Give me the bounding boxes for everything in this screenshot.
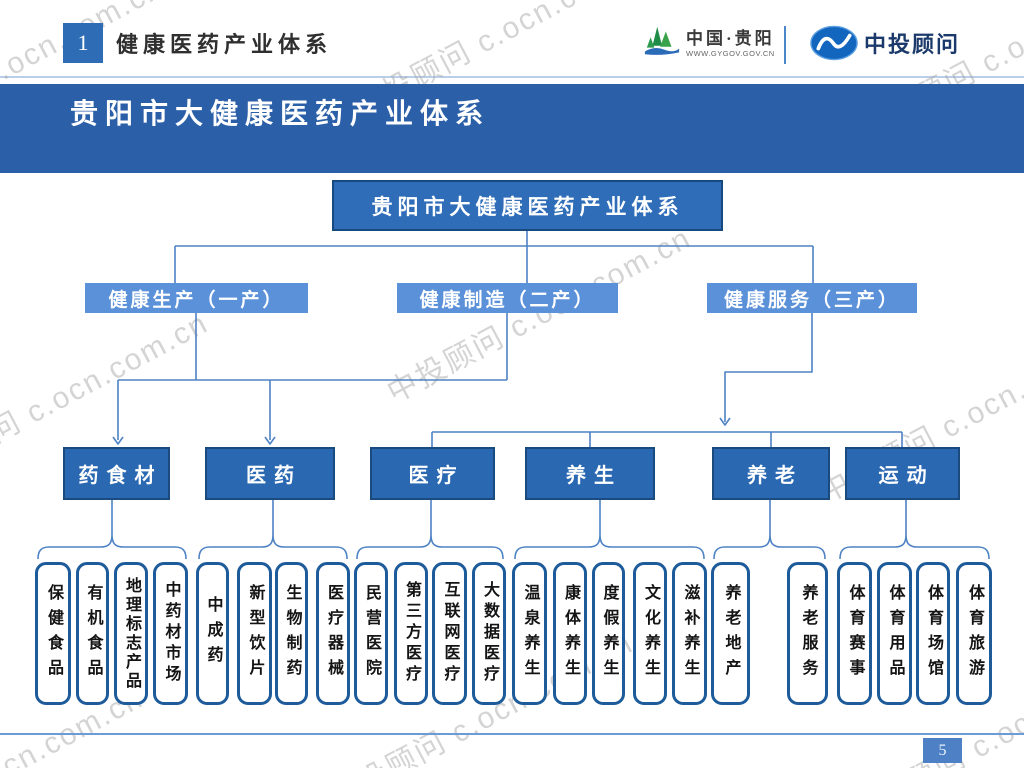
leaf-label: 中药材市场 xyxy=(162,581,180,686)
guiyang-gov-logo: 中国·贵阳 WWW.GYGOV.GOV.CN xyxy=(643,21,775,61)
leaf-box: 度假养生 xyxy=(592,562,625,705)
level3-box-2: 医疗 xyxy=(370,447,495,500)
leaf-label: 体育赛事 xyxy=(846,583,864,684)
leaf-label: 大数据医疗 xyxy=(481,581,498,686)
ocn-consulting-logo: 中投顾问 xyxy=(810,25,960,61)
header-separator xyxy=(0,76,1024,78)
leaf-box: 大数据医疗 xyxy=(472,562,506,705)
leaf-label: 滋补养生 xyxy=(681,583,699,684)
leaf-box: 文化养生 xyxy=(633,562,667,705)
leaf-label: 医疗器械 xyxy=(325,583,342,684)
level2-box-0: 健康生产（一产） xyxy=(85,283,308,313)
trees-mountain-icon xyxy=(644,26,680,55)
tree-shape xyxy=(652,26,662,46)
leaf-label: 互联网医疗 xyxy=(441,581,459,686)
slide-title: 贵阳市大健康医药产业体系 xyxy=(70,99,491,130)
ocn-logo-text: 中投顾问 xyxy=(864,32,961,57)
leaf-label: 地理标志产品 xyxy=(123,576,140,691)
tree-shape xyxy=(660,31,672,47)
water-swoosh xyxy=(644,48,680,55)
leaf-label: 养老服务 xyxy=(799,583,817,684)
leaf-box: 地理标志产品 xyxy=(114,562,148,705)
leaf-box: 温泉养生 xyxy=(512,562,547,705)
leaf-label: 度假养生 xyxy=(600,583,618,684)
tree-shape xyxy=(646,37,655,48)
leaf-box: 滋补养生 xyxy=(672,562,707,705)
leaf-box: 体育场馆 xyxy=(916,562,950,705)
level3-box-1: 医药 xyxy=(205,447,335,500)
leaf-label: 文化养生 xyxy=(642,583,659,684)
logo-divider xyxy=(784,26,786,64)
org-root-box: 贵阳市大健康医药产业体系 xyxy=(332,180,723,231)
leaf-box: 互联网医疗 xyxy=(432,562,467,705)
level3-box-4: 养老 xyxy=(712,447,830,500)
leaf-label: 中成药 xyxy=(204,596,222,671)
leaf-label: 养老地产 xyxy=(722,583,740,684)
leaf-box: 康体养生 xyxy=(553,562,587,705)
leaf-box: 民营医院 xyxy=(354,562,388,705)
leaf-box: 第三方医疗 xyxy=(394,562,428,705)
ocn-ellipse-icon xyxy=(810,25,858,61)
slide-header: 1 健康医药产业体系 中国·贵阳 WWW.GYGOV.GOV.CN 中投顾问 xyxy=(0,0,1024,84)
guiyang-logo-url: WWW.GYGOV.GOV.CN xyxy=(686,49,775,58)
leaf-label: 有机食品 xyxy=(84,583,102,684)
leaf-box: 体育用品 xyxy=(877,562,912,705)
section-title: 健康医药产业体系 xyxy=(116,32,333,57)
footer-divider xyxy=(0,733,1024,735)
leaf-label: 新型饮片 xyxy=(246,583,264,684)
leaf-label: 保健食品 xyxy=(45,583,62,684)
slide-title-banner: 贵阳市大健康医药产业体系 xyxy=(0,84,1024,173)
leaf-box: 养老地产 xyxy=(711,562,750,705)
leaf-box: 中成药 xyxy=(196,562,229,705)
section-number-badge: 1 xyxy=(63,23,103,63)
level3-box-0: 药食材 xyxy=(63,447,170,500)
leaf-label: 温泉养生 xyxy=(521,583,539,684)
leaf-label: 体育场馆 xyxy=(925,583,942,684)
leaf-box: 体育旅游 xyxy=(956,562,992,705)
leaf-box: 新型饮片 xyxy=(237,562,272,705)
level3-box-3: 养生 xyxy=(525,447,655,500)
level2-box-1: 健康制造（二产） xyxy=(397,283,618,313)
page-number: 5 xyxy=(923,738,962,763)
leaf-label: 体育用品 xyxy=(886,583,904,684)
guiyang-logo-text: 中国·贵阳 xyxy=(686,29,775,48)
leaf-box: 有机食品 xyxy=(76,562,109,705)
leaf-label: 康体养生 xyxy=(562,583,579,684)
leaf-box: 养老服务 xyxy=(787,562,828,705)
leaf-label: 民营医院 xyxy=(363,583,380,684)
leaf-label: 第三方医疗 xyxy=(403,581,420,686)
leaf-label: 生物制药 xyxy=(283,583,301,684)
leaf-box: 保健食品 xyxy=(35,562,71,705)
leaf-box: 中药材市场 xyxy=(153,562,188,705)
level3-box-5: 运动 xyxy=(845,447,960,500)
level2-box-2: 健康服务（三产） xyxy=(707,283,917,313)
leaf-box: 生物制药 xyxy=(275,562,308,705)
leaf-box: 医疗器械 xyxy=(316,562,350,705)
leaf-box: 体育赛事 xyxy=(837,562,872,705)
leaf-label: 体育旅游 xyxy=(966,583,983,684)
